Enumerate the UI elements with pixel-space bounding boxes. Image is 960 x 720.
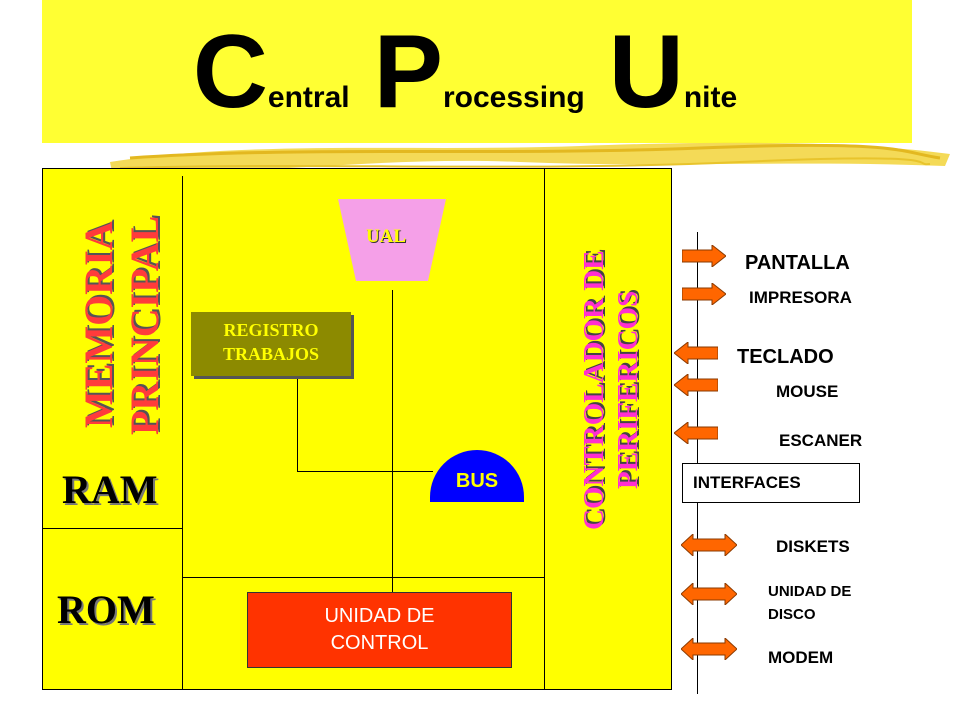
- registro-label: REGISTRO: [223, 320, 319, 340]
- unidad-de-disco-line2: DISCO: [768, 606, 816, 623]
- control-label: CONTROL: [330, 632, 429, 654]
- registro-connector: [297, 376, 298, 471]
- unidad-de-disco-label: UNIDAD DE DISCO: [768, 580, 851, 626]
- output-arrow-icon: [682, 283, 726, 305]
- bidirectional-arrow-icon: [681, 534, 737, 556]
- unidad-de-control-block: UNIDAD DE CONTROL: [247, 592, 512, 668]
- mouse-label: MOUSE: [776, 382, 839, 401]
- controlador-title-line: CONTROLADOR DE: [578, 250, 610, 530]
- impresora-label: IMPRESORA: [749, 288, 852, 307]
- title-word-nite: nite: [683, 81, 738, 114]
- trabajos-label: TRABAJOS: [222, 344, 320, 364]
- controlador-perifericos-title: CONTROLADOR DE PERIFERICOS: [577, 230, 647, 550]
- diskets-label: DISKETS: [776, 537, 850, 556]
- bus-connector: [297, 471, 433, 472]
- output-arrow-icon: [682, 245, 726, 267]
- ual-control-connector: [392, 290, 393, 592]
- bus-block: BUS: [430, 450, 524, 502]
- brush-stroke-underline: [110, 142, 950, 173]
- bidirectional-arrow-icon: [681, 638, 737, 660]
- registro-trabajos-block: REGISTRO TRABAJOS: [191, 312, 351, 376]
- escaner-label: ESCANER: [779, 431, 863, 450]
- title-letter-p: P: [373, 14, 443, 130]
- controller-divider: [544, 168, 545, 690]
- memory-divider: [182, 176, 183, 690]
- memoria-principal-title: MEMORIA PRINCIPAL: [76, 200, 168, 450]
- interfaces-label: INTERFACES: [682, 463, 860, 503]
- control-unit-divider: [182, 577, 544, 578]
- ual-label: UAL: [365, 226, 407, 247]
- title-banner: Central Processing Unite: [42, 0, 912, 143]
- principal-title-line: PRINCIPAL: [122, 215, 167, 435]
- input-arrow-icon: [674, 342, 718, 364]
- title-word-entral: entral: [267, 81, 350, 114]
- title-letter-c: C: [192, 14, 268, 130]
- unidad-label: UNIDAD DE: [324, 605, 435, 627]
- title-word-rocessing: rocessing: [443, 81, 585, 114]
- ual-block: [338, 199, 446, 281]
- perifericos-title-line: PERIFERICOS: [612, 290, 644, 490]
- input-arrow-icon: [674, 422, 718, 444]
- teclado-label: TECLADO: [737, 346, 834, 368]
- modem-label: MODEM: [768, 648, 834, 667]
- ram-label: RAM: [62, 467, 158, 512]
- ram-rom-divider: [42, 528, 182, 529]
- bidirectional-arrow-icon: [681, 583, 737, 605]
- pantalla-label: PANTALLA: [745, 252, 850, 274]
- rom-label: ROM: [57, 587, 155, 632]
- unidad-de-disco-line1: UNIDAD DE: [768, 583, 852, 600]
- title-letter-u: U: [608, 14, 684, 130]
- memoria-title-line: MEMORIA: [76, 221, 121, 429]
- input-arrow-icon: [674, 374, 718, 396]
